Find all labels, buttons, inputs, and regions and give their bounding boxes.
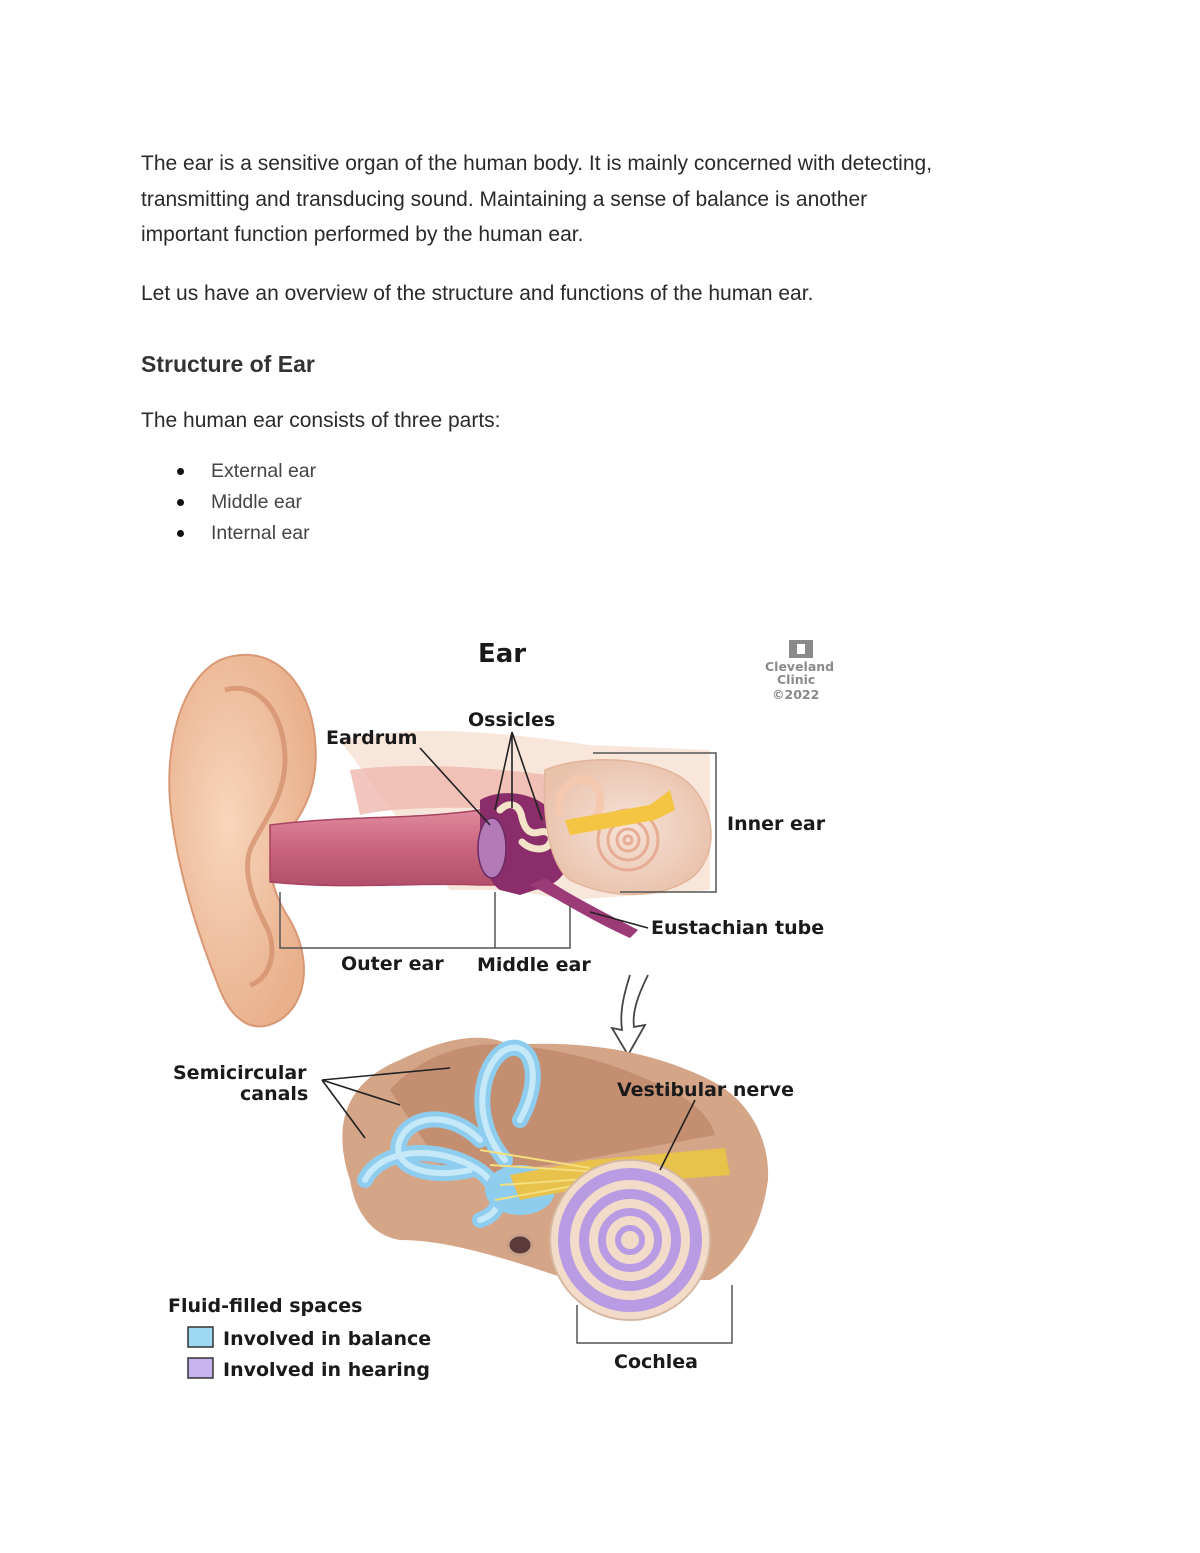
label-vestibular-nerve: Vestibular nerve — [617, 1079, 794, 1101]
ear-parts-list: External ear Middle ear Internal ear — [175, 457, 316, 550]
auricle — [168, 653, 317, 1028]
legend-label-balance: Involved in balance — [223, 1328, 431, 1350]
auricle-fold — [224, 685, 288, 988]
list-item: Middle ear — [175, 488, 316, 519]
svg-text:Cleveland: Cleveland — [765, 659, 834, 674]
nerve-fibers — [479, 1149, 601, 1201]
middle-ear-bracket — [495, 905, 571, 949]
label-semicircular-1: Semicircular — [173, 1062, 307, 1084]
legend-swatch-hearing — [187, 1357, 214, 1379]
section-lead: The human ear consists of three parts: — [141, 409, 501, 432]
ossicles-leader — [494, 731, 543, 821]
section-heading: Structure of Ear — [141, 351, 315, 377]
eustachian-tube-shape — [530, 878, 638, 938]
cleveland-clinic-logo: Cleveland Clinic ©2022 — [765, 640, 834, 702]
vestibular-leader — [659, 1099, 696, 1171]
label-middle-ear: Middle ear — [477, 954, 591, 976]
eardrum — [477, 817, 507, 879]
temporal-bone-detail — [390, 1044, 715, 1180]
ear-canal — [269, 809, 496, 887]
zoom-arrow — [610, 974, 649, 1057]
eustachian-leader — [589, 911, 649, 929]
vestibular-nerve-small — [565, 790, 675, 835]
ear-illustration: Ear Cleveland Clinic ©2022 Ossicles Eard… — [168, 639, 834, 1381]
list-item: Internal ear — [175, 519, 316, 550]
label-semicircular-2: canals — [240, 1083, 308, 1105]
figure-title: Ear — [478, 639, 526, 669]
label-eustachian-tube: Eustachian tube — [651, 917, 824, 939]
ossicles — [496, 801, 555, 853]
cochlea — [549, 1159, 711, 1321]
svg-text:Clinic: Clinic — [777, 672, 815, 687]
list-item: External ear — [175, 457, 316, 488]
label-ossicles: Ossicles — [468, 709, 555, 731]
inner-ear-bracket — [593, 752, 717, 893]
intro-line-2: transmitting and transducing sound. Main… — [141, 187, 868, 211]
intro-line-3: important function performed by the huma… — [141, 223, 584, 246]
legend-swatch-balance — [187, 1326, 214, 1348]
overview-paragraph: Let us have an overview of the structure… — [141, 282, 814, 305]
label-eardrum: Eardrum — [326, 727, 417, 749]
oval-window — [506, 1233, 534, 1257]
legend-label-hearing: Involved in hearing — [223, 1359, 430, 1381]
label-outer-ear: Outer ear — [341, 953, 444, 975]
semicircular-leader — [321, 1067, 451, 1139]
intro-line-1: The ear is a sensitive organ of the huma… — [141, 152, 933, 175]
eardrum-leader — [419, 747, 491, 826]
legend-title: Fluid-filled spaces — [168, 1295, 362, 1317]
cochlea-bracket — [576, 1285, 733, 1344]
svg-text:©2022: ©2022 — [772, 687, 819, 702]
ear-anatomy-figure: Ear Cleveland Clinic ©2022 Ossicles Eard… — [150, 620, 850, 1400]
label-inner-ear: Inner ear — [727, 813, 826, 835]
label-cochlea: Cochlea — [614, 1351, 698, 1373]
intro-paragraph: The ear is a sensitive organ of the huma… — [141, 146, 1071, 253]
outer-ear-bracket — [279, 892, 496, 949]
